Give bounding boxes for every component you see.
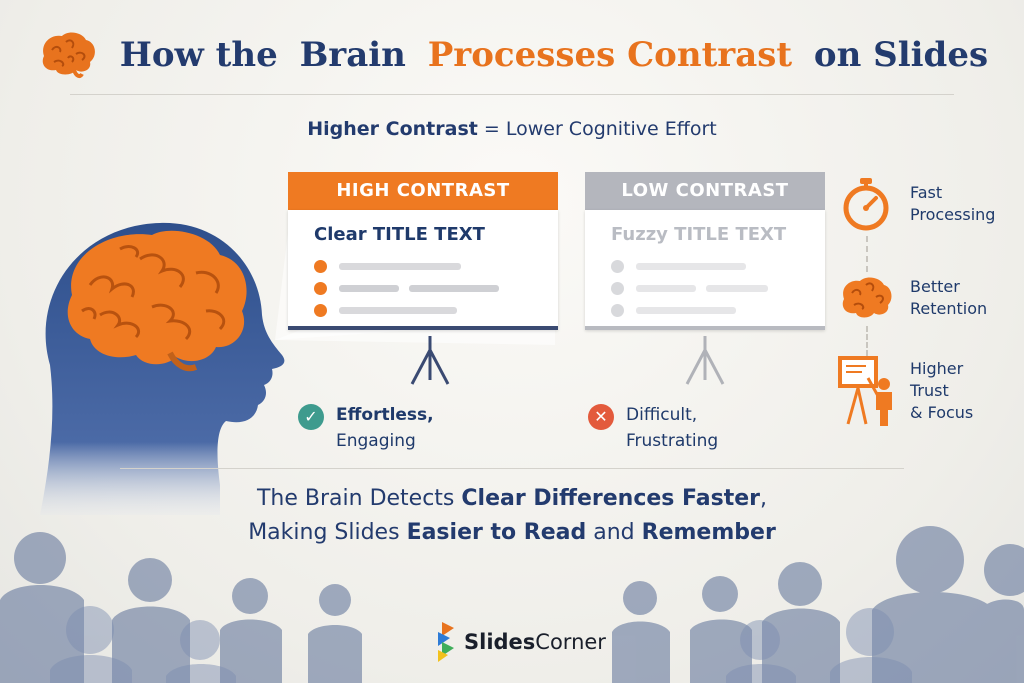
benefit-line2: Retention (910, 299, 988, 318)
high-verdict-text: Effortless, Engaging (336, 402, 434, 454)
text-line (339, 284, 399, 292)
divider-top (70, 94, 954, 95)
high-contrast-verdict: ✓ Effortless, Engaging (298, 402, 434, 454)
title-pre: How the (119, 35, 278, 75)
low-slide-title: Fuzzy TITLE TEXT (611, 224, 787, 245)
brand-name-rest: Corner (535, 630, 606, 654)
low-verdict-text: Difficult, Frustrating (626, 402, 718, 454)
benefit-line1: Better (910, 277, 960, 296)
high-contrast-header: HIGH CONTRAST (288, 172, 558, 210)
dashed-connector (866, 326, 868, 356)
head-silhouette (40, 222, 285, 515)
bullet-dot (611, 281, 624, 295)
subtitle-rest: = Lower Cognitive Effort (477, 118, 717, 140)
text-line (339, 306, 457, 314)
conclusion-l2-pre: Making Slides (248, 520, 407, 545)
low-contrast-verdict: ✕ Difficult, Frustrating (588, 402, 718, 454)
subtitle-bold: Higher Contrast (307, 118, 478, 140)
low-verdict-line1: Difficult, (626, 405, 698, 425)
text-line (706, 284, 768, 292)
conclusion-l1-bold: Clear Differences Faster (461, 486, 761, 511)
low-contrast-slide: Fuzzy TITLE TEXT (585, 210, 825, 330)
benefit-line1: Fast (910, 183, 943, 202)
low-contrast-header: LOW CONTRAST (585, 172, 825, 210)
high-bullet-row (314, 255, 532, 277)
text-line (636, 262, 746, 270)
text-line (636, 306, 736, 314)
benefit-fast-processing: Fast Processing (836, 176, 995, 232)
conclusion: The Brain Detects Clear Differences Fast… (0, 482, 1024, 550)
brand-name-bold: Slides (464, 630, 536, 654)
benefit-better-retention: Better Retention (836, 270, 987, 326)
low-board-stand (685, 336, 725, 385)
conclusion-l2-bold1: Easier to Read (406, 520, 587, 545)
bullet-dot (611, 259, 624, 273)
benefit-text: Higher Trust & Focus (910, 358, 973, 424)
page-title: How the Brain Processes Contrast on Slid… (0, 30, 1024, 80)
low-contrast-board: LOW CONTRAST Fuzzy TITLE TEXT (585, 172, 825, 330)
benefit-line3: & Focus (910, 403, 974, 422)
bullet-dot (611, 303, 624, 317)
low-bullet-row (611, 255, 799, 277)
conclusion-l1-post: , (760, 486, 768, 511)
conclusion-l1-pre: The Brain Detects (256, 486, 462, 511)
conclusion-line1: The Brain Detects Clear Differences Fast… (0, 482, 1024, 516)
text-line (636, 284, 696, 292)
benefit-text: Fast Processing (910, 182, 995, 226)
bullet-dot (314, 303, 327, 317)
conclusion-l2-mid: and (586, 520, 642, 545)
low-verdict-line2: Frustrating (626, 431, 719, 451)
high-bullet-row (314, 299, 532, 321)
presenter-icon (836, 356, 896, 426)
brain-icon (42, 32, 95, 79)
text-line (339, 262, 461, 270)
benefit-line2: Processing (910, 205, 996, 224)
low-bullet-row (611, 299, 799, 321)
high-bullet-row (314, 277, 532, 299)
conclusion-line2: Making Slides Easier to Read and Remembe… (0, 516, 1024, 550)
slidescorner-logo-icon (438, 622, 454, 662)
title-processes-contrast: Processes Contrast (427, 35, 793, 75)
high-verdict-line2: Engaging (336, 431, 416, 451)
subtitle: Higher Contrast = Lower Cognitive Effort (0, 118, 1024, 140)
high-slide-title: Clear TITLE TEXT (314, 224, 485, 245)
conclusion-l2-bold2: Remember (641, 520, 776, 545)
benefit-line1: Higher (910, 359, 964, 378)
benefit-text: Better Retention (910, 276, 987, 320)
brain-icon (836, 270, 896, 326)
title-post: on Slides (813, 35, 989, 75)
bullet-dot (314, 259, 327, 273)
high-contrast-slide: Clear TITLE TEXT (288, 210, 558, 330)
cross-icon: ✕ (588, 404, 614, 430)
high-verdict-line1: Effortless, (336, 405, 434, 425)
check-icon: ✓ (298, 404, 324, 430)
text-line (409, 284, 499, 292)
benefit-trust-focus: Higher Trust & Focus (836, 356, 973, 426)
title-brain: Brain (299, 35, 406, 75)
audience-silhouettes (0, 526, 1024, 683)
high-board-stand (410, 336, 450, 385)
stopwatch-icon (836, 176, 896, 232)
bullet-dot (314, 281, 327, 295)
benefit-line2: Trust (910, 381, 949, 400)
divider-bottom (120, 468, 904, 469)
low-bullet-row (611, 277, 799, 299)
high-contrast-board: HIGH CONTRAST Clear TITLE TEXT (288, 172, 558, 330)
dashed-connector (866, 236, 868, 272)
